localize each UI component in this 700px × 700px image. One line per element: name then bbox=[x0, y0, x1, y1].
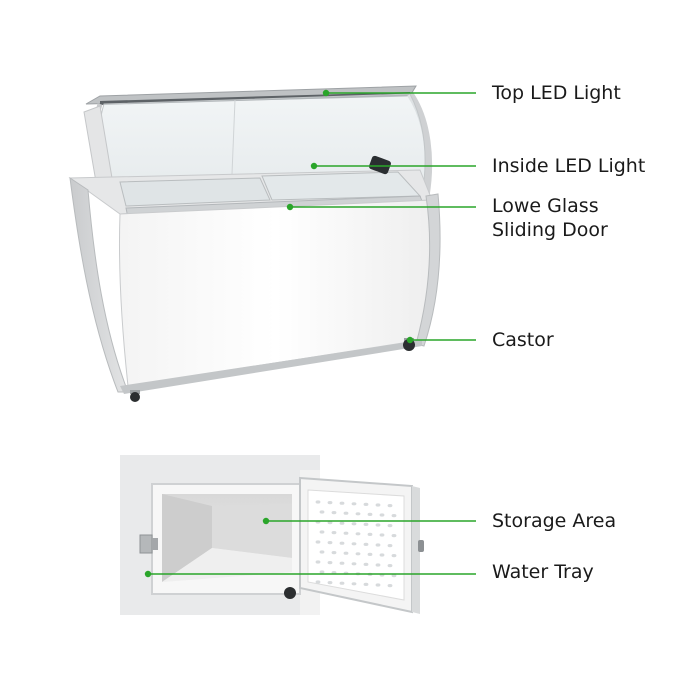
door-dimple bbox=[331, 551, 337, 555]
door-dimple bbox=[351, 502, 357, 506]
hinge-top bbox=[139, 534, 153, 554]
door-dimple bbox=[331, 531, 337, 535]
door-dimple bbox=[387, 524, 393, 528]
door-dimple bbox=[391, 554, 397, 558]
door-dimple bbox=[339, 581, 345, 585]
door-dimple bbox=[339, 501, 345, 505]
dot-top-led bbox=[322, 89, 330, 97]
door-dimple bbox=[331, 510, 337, 515]
door-dimple bbox=[387, 564, 393, 568]
door-dimple bbox=[339, 521, 345, 525]
door-dimple bbox=[351, 562, 357, 566]
bottom-rail bbox=[120, 340, 422, 394]
right-side-frame bbox=[415, 193, 441, 347]
sliding-door-left bbox=[119, 177, 271, 207]
door-dimple bbox=[379, 533, 385, 537]
door-dimple bbox=[387, 544, 393, 548]
door-dimple bbox=[391, 534, 397, 538]
cabinet-castor bbox=[284, 587, 296, 599]
door-dimple bbox=[363, 582, 369, 587]
door-dimple bbox=[367, 512, 373, 517]
label-top-led-light: Top LED Light bbox=[492, 82, 621, 104]
dot-castor bbox=[406, 336, 414, 344]
door-dimple bbox=[363, 522, 369, 527]
label-castor: Castor bbox=[492, 329, 554, 351]
door-dimple bbox=[327, 521, 333, 525]
door-dimple bbox=[375, 563, 381, 567]
door-dimple bbox=[391, 514, 397, 518]
door-dimple bbox=[339, 541, 345, 545]
door-dimple bbox=[391, 574, 397, 578]
door-dimple bbox=[351, 582, 357, 586]
door-dimple bbox=[379, 513, 385, 517]
door-dimple bbox=[319, 550, 325, 554]
front-panel bbox=[118, 199, 434, 387]
door-dimple bbox=[355, 552, 361, 556]
dot-storage bbox=[262, 517, 270, 525]
door-dimple bbox=[375, 583, 381, 587]
dot-inside-led bbox=[310, 162, 318, 170]
door-dimple bbox=[343, 511, 349, 515]
label-sliding-door-line1: Lowe Glass bbox=[492, 195, 599, 217]
door-dimple bbox=[355, 532, 361, 536]
callout-leaders bbox=[144, 89, 476, 578]
sliding-door-right bbox=[261, 171, 422, 201]
door-dimple bbox=[351, 542, 357, 546]
door-dimple bbox=[375, 503, 381, 507]
label-inside-led-light: Inside LED Light bbox=[492, 155, 646, 177]
label-water-tray: Water Tray bbox=[492, 561, 594, 583]
door-dimple bbox=[375, 523, 381, 527]
dot-tray bbox=[144, 570, 152, 578]
door-dimple bbox=[363, 562, 369, 567]
storage-cabinet bbox=[120, 455, 424, 615]
door-dimple bbox=[327, 581, 333, 585]
door-dimple bbox=[315, 580, 321, 584]
inside-led-fixture bbox=[369, 155, 391, 175]
door-dimple bbox=[355, 512, 361, 516]
label-storage-area: Storage Area bbox=[492, 510, 617, 532]
door-dimple bbox=[315, 540, 321, 544]
door-dimple bbox=[315, 500, 321, 504]
door-dimple bbox=[367, 552, 373, 557]
door-dimple bbox=[319, 530, 325, 534]
door-dimple bbox=[319, 510, 325, 514]
front-glass-right-edge bbox=[407, 92, 433, 197]
door-dimple bbox=[363, 502, 369, 506]
door-dimple bbox=[367, 532, 373, 537]
door-dimple bbox=[327, 541, 333, 545]
door-dimple bbox=[379, 553, 385, 557]
label-sliding-door: Lowe Glass Sliding Door bbox=[492, 194, 608, 242]
door-dimple bbox=[327, 501, 333, 505]
door-dimple bbox=[363, 542, 369, 547]
label-sliding-door-line2: Sliding Door bbox=[492, 219, 608, 241]
door-dimple bbox=[387, 504, 393, 508]
door-dimple bbox=[375, 543, 381, 547]
door-dimple bbox=[315, 560, 321, 564]
door-dimple bbox=[387, 584, 393, 588]
door-embossed-pattern bbox=[315, 500, 397, 588]
door-dimple bbox=[343, 531, 349, 535]
door-dimple bbox=[343, 551, 349, 555]
door-dimple bbox=[351, 522, 357, 526]
door-dimple bbox=[319, 570, 325, 574]
dot-door bbox=[286, 203, 294, 211]
castor-left bbox=[130, 390, 140, 402]
door-handle bbox=[418, 540, 424, 552]
display-freezer bbox=[68, 85, 441, 402]
door-dimple bbox=[339, 561, 345, 565]
door-dimple bbox=[327, 561, 333, 565]
